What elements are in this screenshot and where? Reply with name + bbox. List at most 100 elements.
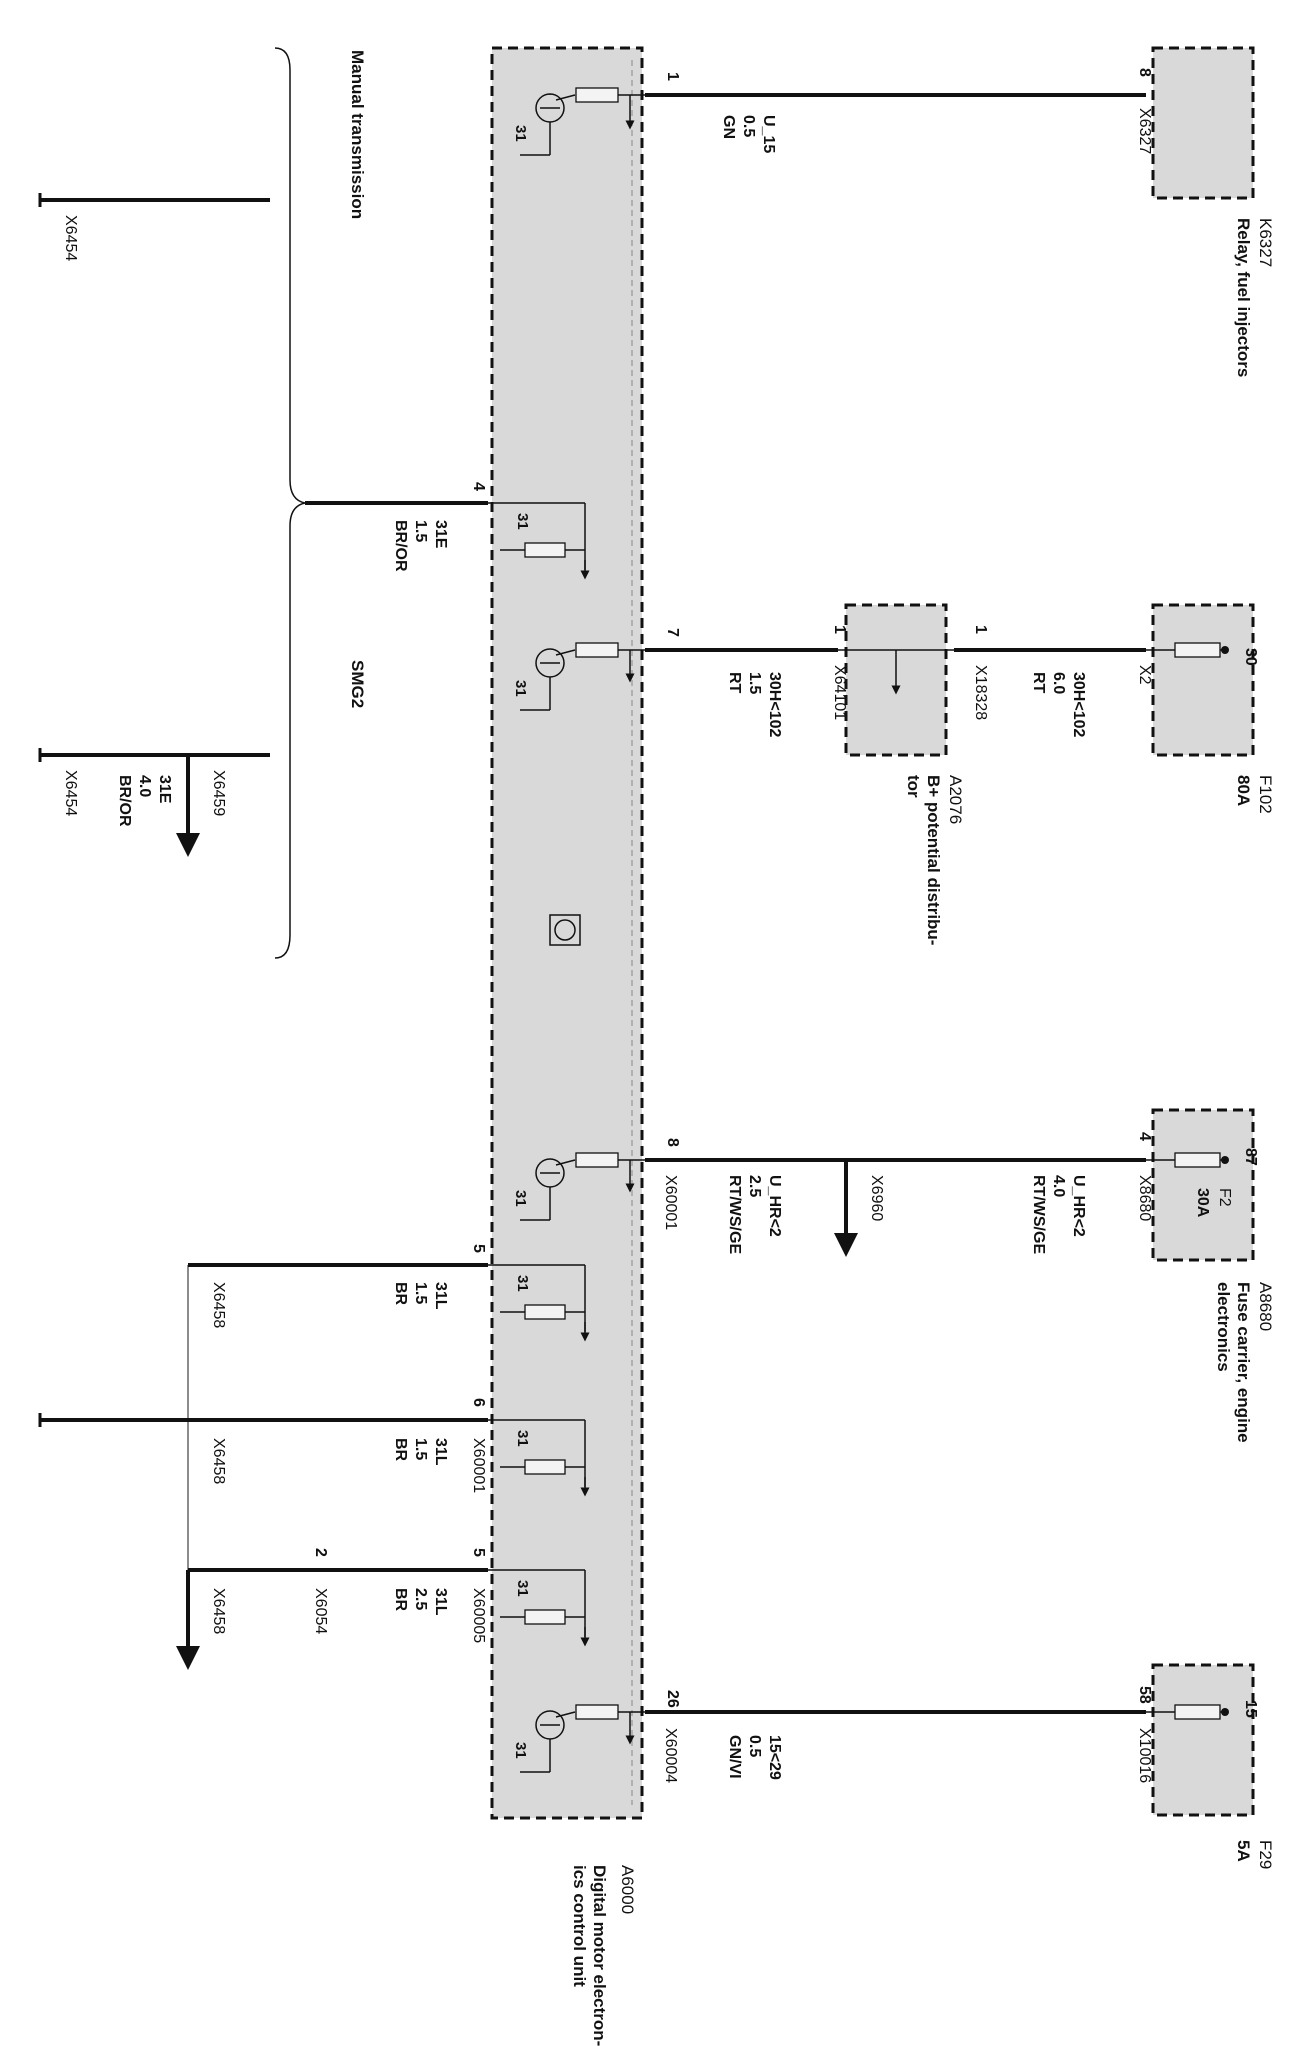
internal-ground-pin5a-label: 31 bbox=[514, 1275, 531, 1292]
bplus-name-line2: tor bbox=[904, 775, 923, 798]
internal-ground-pin4-icon bbox=[488, 502, 590, 580]
transistor-pin7-icon bbox=[520, 642, 645, 711]
wire-pin5a-number: 5 bbox=[470, 1244, 487, 1253]
ground-x6454-top-label: X6454 bbox=[62, 215, 79, 261]
wire-pin5b-color: BR bbox=[392, 1588, 409, 1612]
fuse-carrier-box bbox=[1151, 1108, 1255, 1262]
fuse-f29-icon bbox=[1146, 1704, 1229, 1720]
dme-module-box bbox=[490, 46, 644, 1820]
fuse-f102-ref: F102 bbox=[1256, 775, 1275, 814]
wire-pin8-color: RT/WS/GE bbox=[726, 1175, 743, 1254]
transistor-pin26-label: 31 bbox=[512, 1742, 529, 1759]
wire-pin26-size: 0.5 bbox=[746, 1735, 763, 1757]
fuse-carrier-name-line1: Fuse carrier, engine bbox=[1234, 1282, 1253, 1443]
wire-pin7b-size: 6.0 bbox=[1050, 672, 1067, 694]
wire-pin8-connector: X60001 bbox=[662, 1175, 679, 1230]
fuse-f29-ref: F29 bbox=[1256, 1840, 1275, 1869]
transistor-pin26-icon bbox=[520, 1704, 645, 1773]
relay-pin: 8 bbox=[1136, 68, 1153, 77]
bplus-distributor-icon bbox=[838, 649, 954, 695]
wire-pin7-size: 1.5 bbox=[746, 672, 763, 694]
fuse-f29-connector: X10016 bbox=[1136, 1728, 1153, 1783]
fuse-carrier-pin-inner: 87 bbox=[1242, 1148, 1259, 1166]
fuse-f102-connector: X2 bbox=[1136, 665, 1153, 685]
bplus-conn-right: X18328 bbox=[972, 665, 989, 720]
wire-pin8-signal: U_HR<2 bbox=[766, 1175, 783, 1237]
bplus-pin-left: 1 bbox=[831, 625, 848, 634]
wire-pin4-size: 1.5 bbox=[412, 520, 429, 542]
wire-pin7-color: RT bbox=[726, 672, 743, 694]
wire-pin6-number: 6 bbox=[470, 1398, 487, 1407]
fuse-f2-rating: 30A bbox=[1194, 1188, 1211, 1218]
brace-label-smg: SMG2 bbox=[348, 660, 367, 708]
internal-ground-pin4-label: 31 bbox=[514, 513, 531, 530]
bplus-name-line1: B+ potential distribu- bbox=[924, 775, 943, 945]
wire-pin5a-size: 1.5 bbox=[412, 1282, 429, 1304]
wire-pin6-size: 1.5 bbox=[412, 1438, 429, 1460]
transistor-pin1-icon bbox=[520, 87, 645, 156]
wire-pin1-signal: U_15 bbox=[760, 115, 777, 153]
fuse-f102-box bbox=[1151, 603, 1255, 757]
internal-ground-pin6-label: 31 bbox=[514, 1430, 531, 1447]
internal-ground-pin5b-icon bbox=[488, 1569, 590, 1647]
wire-pin6-connector: X60001 bbox=[470, 1438, 487, 1493]
wire-pin7-signal: 30H<102 bbox=[766, 672, 783, 737]
wire-pin8b-signal: U_HR<2 bbox=[1070, 1175, 1087, 1237]
wire-pin4-number: 4 bbox=[470, 482, 487, 491]
relay-k6327-box bbox=[1151, 46, 1255, 200]
bplus-conn-left: X64101 bbox=[831, 665, 848, 720]
wire-pin1-size: 0.5 bbox=[740, 115, 757, 137]
transistor-pin8-label: 31 bbox=[512, 1190, 529, 1207]
smg-ground-size: 4.0 bbox=[136, 775, 153, 797]
transistor-pin7-label: 31 bbox=[512, 680, 529, 697]
internal-ground-pin5b-label: 31 bbox=[514, 1580, 531, 1597]
ground-x6454-mid-label: X6454 bbox=[62, 770, 79, 816]
wire-pin5b-mid-pin: 2 bbox=[312, 1548, 329, 1557]
fuse-f2-icon bbox=[1146, 1152, 1229, 1168]
wire-pin4-signal: 31E bbox=[432, 520, 449, 549]
wire-pin5b-number: 5 bbox=[470, 1548, 487, 1557]
wire-pin26-connector: X60004 bbox=[662, 1728, 679, 1783]
fuse-carrier-name-line2: electronics bbox=[1214, 1282, 1233, 1372]
relay-name: Relay, fuel injectors bbox=[1234, 218, 1253, 377]
ground-x6459-label: X6459 bbox=[210, 770, 227, 816]
relay-ref: K6327 bbox=[1256, 218, 1275, 267]
wire-pin6-signal: 31L bbox=[432, 1438, 449, 1466]
fuse-f2-label: F2 bbox=[1216, 1188, 1233, 1207]
wire-pin7b-signal: 30H<102 bbox=[1070, 672, 1087, 737]
fuse-f29-pin-outer: 58 bbox=[1136, 1686, 1153, 1704]
dme-name-line2: ics control unit bbox=[570, 1865, 589, 1987]
wire-pin4-color: BR/OR bbox=[392, 520, 409, 572]
wire-pin26-signal: 15<29 bbox=[766, 1735, 783, 1780]
wire-pin8-number: 8 bbox=[664, 1138, 681, 1147]
fuse-carrier-pin-outer: 4 bbox=[1136, 1132, 1153, 1141]
smg-ground-signal: 31E bbox=[156, 775, 173, 804]
wire-pin26-color: GN/VI bbox=[726, 1735, 743, 1779]
bplus-ref: A2076 bbox=[946, 775, 965, 824]
brace-label-manual: Manual transmission bbox=[348, 50, 367, 219]
wire-pin5b-connector: X60005 bbox=[470, 1588, 487, 1643]
wire-pin5a-color: BR bbox=[392, 1282, 409, 1306]
wire-pin8b-color: RT/WS/GE bbox=[1030, 1175, 1047, 1254]
dme-name-line1: Digital motor electron- bbox=[590, 1865, 609, 2046]
bplus-pin-right: 1 bbox=[972, 625, 989, 634]
wire-pin1-number: 1 bbox=[664, 72, 681, 81]
transistor-pin1-label: 31 bbox=[512, 125, 529, 142]
wire-pin5a-far: X6458 bbox=[210, 1282, 227, 1328]
fuse-f29-pin-inner: 15 bbox=[1242, 1700, 1259, 1718]
wire-pin1-color: GN bbox=[720, 115, 737, 139]
wire-pin5b-signal: 31L bbox=[432, 1588, 449, 1616]
wire-pin7-number: 7 bbox=[664, 628, 681, 637]
relay-connector: X6327 bbox=[1136, 108, 1153, 154]
fuse-f102-icon bbox=[1146, 642, 1229, 658]
fuse-f29-rating: 5A bbox=[1234, 1840, 1253, 1862]
wire-pin5a-signal: 31L bbox=[432, 1282, 449, 1310]
wire-pin5b-far: X6458 bbox=[210, 1588, 227, 1634]
fuse-f102-rating: 80A bbox=[1234, 775, 1253, 806]
wire-pin26-number: 26 bbox=[664, 1690, 681, 1708]
internal-ground-pin6-icon bbox=[488, 1419, 590, 1497]
smg-ground-color: BR/OR bbox=[116, 775, 133, 827]
fuse-carrier-connector: X8680 bbox=[1136, 1175, 1153, 1221]
wire-pin8-branch-label: X6960 bbox=[868, 1175, 885, 1221]
